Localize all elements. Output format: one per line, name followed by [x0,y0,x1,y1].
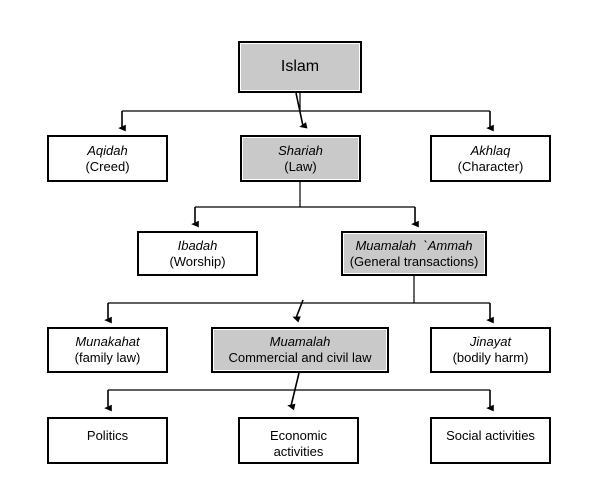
edge-muamalah-to-level5 [104,372,494,412]
edge-to-muamalah [292,299,304,323]
node-munakahat[interactable]: Munakahat (family law) [47,327,168,373]
edge-muamalah-ammah-to-level4 [104,275,494,324]
node-ibadah[interactable]: Ibadah (Worship) [137,231,258,276]
node-ibadah-gloss: (Worship) [169,253,226,269]
edge-to-economic-activities [287,372,300,411]
node-akhlaq[interactable]: Akhlaq (Character) [430,135,551,182]
node-aqidah-term: Aqidah [87,142,128,158]
node-economic-activities-label-line1: Economic [269,428,328,443]
edge-shariah-to-level3 [191,182,419,228]
node-economic-activities[interactable]: Economic activities [238,417,359,464]
node-akhlaq-term: Akhlaq [470,142,511,158]
node-muamalah-ammah-term: Muamalah `Ammah [355,237,473,253]
node-politics[interactable]: Politics [47,417,168,464]
node-munakahat-gloss: (family law) [74,350,141,365]
node-islam-label: Islam [280,58,320,76]
node-muamalah[interactable]: Muamalah Commercial and civil law [211,327,389,373]
node-aqidah[interactable]: Aqidah (Creed) [47,135,168,182]
edge-islam-to-level2 [118,92,494,132]
node-muamalah-gloss: Commercial and civil law [228,350,372,365]
node-politics-label: Politics [86,428,129,443]
node-muamalah-ammah[interactable]: Muamalah `Ammah (General transactions) [341,231,487,276]
node-shariah-gloss: (Law) [284,158,317,174]
node-shariah[interactable]: Shariah (Law) [240,135,361,182]
edge-islam-to-shariah [295,92,308,129]
node-ibadah-term: Ibadah [177,237,218,253]
node-jinayat-term: Jinayat [469,334,512,350]
node-economic-activities-label-line2: activities [273,443,324,459]
node-aqidah-gloss: (Creed) [85,158,130,174]
node-social-activities[interactable]: Social activities [430,417,551,464]
node-jinayat-gloss: (bodily harm) [452,350,529,365]
node-jinayat[interactable]: Jinayat (bodily harm) [430,327,551,373]
node-muamalah-term: Muamalah [269,334,331,350]
node-shariah-term: Shariah [278,142,323,158]
node-muamalah-ammah-gloss: (General transactions) [349,253,479,269]
node-akhlaq-gloss: (Character) [457,158,524,174]
node-social-activities-label: Social activities [446,428,535,443]
node-islam[interactable]: Islam [238,41,362,93]
node-munakahat-term: Munakahat [75,334,140,350]
